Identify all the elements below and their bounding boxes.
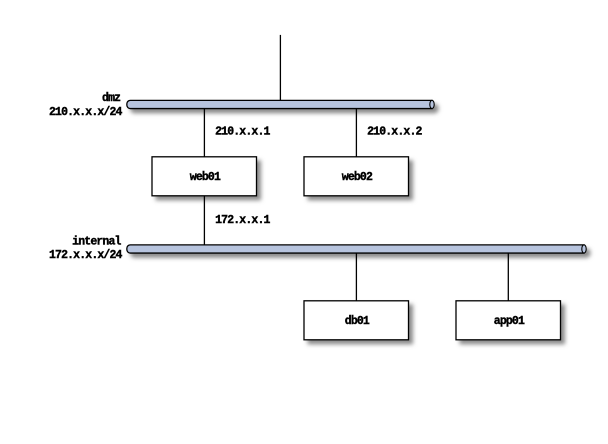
svg-text:web01: web01 bbox=[190, 171, 221, 184]
svg-text:210.x.x.1: 210.x.x.1 bbox=[215, 126, 270, 139]
svg-text:210.x.x.2: 210.x.x.2 bbox=[367, 126, 422, 139]
svg-text:210.x.x.x/24: 210.x.x.x/24 bbox=[49, 106, 123, 119]
svg-text:172.x.x.1: 172.x.x.1 bbox=[215, 214, 270, 227]
svg-text:internal: internal bbox=[72, 236, 121, 249]
svg-text:172.x.x.x/24: 172.x.x.x/24 bbox=[49, 249, 123, 262]
svg-text:dmz: dmz bbox=[102, 92, 121, 105]
svg-text:web02: web02 bbox=[342, 171, 373, 184]
svg-text:app01: app01 bbox=[494, 315, 525, 328]
svg-text:db01: db01 bbox=[345, 315, 370, 328]
